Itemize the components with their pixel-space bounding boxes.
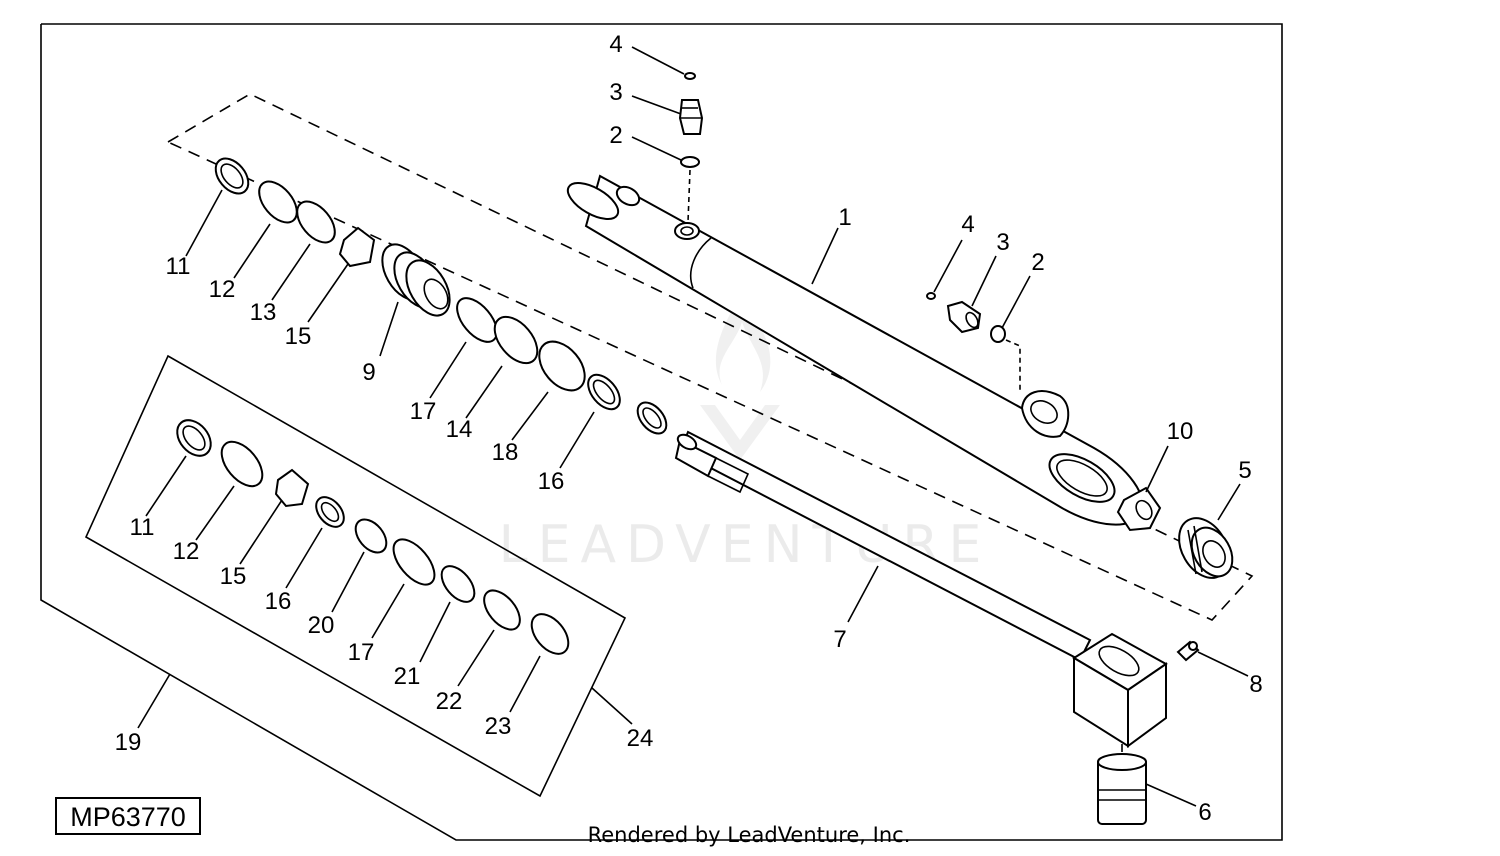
callout-15-upper: 15 bbox=[285, 323, 312, 350]
callout-14: 14 bbox=[446, 416, 473, 443]
callout-12-lower: 12 bbox=[173, 538, 200, 565]
nut bbox=[1116, 486, 1162, 532]
rendered-by-footer: Rendered by LeadVenture, Inc. bbox=[588, 823, 911, 847]
top-fitting-stack bbox=[678, 72, 704, 223]
callout-16-lower: 16 bbox=[265, 588, 292, 615]
side-fitting-stack bbox=[926, 292, 1021, 392]
callout-10: 10 bbox=[1167, 418, 1194, 445]
bushing bbox=[1097, 744, 1147, 825]
callout-23: 23 bbox=[485, 713, 512, 740]
callout-11-lower: 11 bbox=[130, 514, 155, 541]
callout-13: 13 bbox=[250, 299, 277, 326]
callout-4-top: 4 bbox=[609, 31, 622, 58]
callout-17-upper: 17 bbox=[410, 398, 437, 425]
lower-seal-parts bbox=[176, 419, 570, 655]
gland bbox=[1178, 517, 1234, 579]
callout-5: 5 bbox=[1238, 457, 1251, 484]
seal-kit-outline bbox=[167, 93, 1254, 621]
callout-15-lower: 15 bbox=[220, 563, 247, 590]
callout-8: 8 bbox=[1249, 671, 1262, 698]
callout-2-top: 2 bbox=[609, 122, 622, 149]
diagram-id-box: MP63770 bbox=[55, 797, 201, 835]
callout-4-side: 4 bbox=[961, 211, 974, 238]
callout-1: 1 bbox=[838, 204, 851, 231]
cylinder-barrel bbox=[566, 174, 1144, 526]
callout-20: 20 bbox=[308, 612, 335, 639]
callout-3-side: 3 bbox=[996, 229, 1009, 256]
upper-seal-parts bbox=[214, 157, 668, 435]
diagram-id: MP63770 bbox=[70, 802, 186, 832]
callout-12-upper: 12 bbox=[209, 276, 236, 303]
diagram-frame bbox=[40, 23, 1283, 841]
callout-17-lower: 17 bbox=[348, 639, 375, 666]
callout-2-side: 2 bbox=[1031, 249, 1044, 276]
seal-kit-box bbox=[84, 354, 627, 798]
callout-22: 22 bbox=[436, 688, 463, 715]
callout-11-upper: 11 bbox=[166, 253, 191, 280]
callout-9: 9 bbox=[362, 359, 375, 386]
rod-eye bbox=[1072, 632, 1168, 748]
callout-16-upper: 16 bbox=[538, 468, 565, 495]
callout-7: 7 bbox=[833, 626, 846, 653]
callout-19: 19 bbox=[115, 729, 142, 756]
callout-18: 18 bbox=[492, 439, 519, 466]
leader-lines bbox=[137, 46, 1249, 807]
callout-6: 6 bbox=[1198, 799, 1211, 826]
callout-21: 21 bbox=[394, 663, 421, 690]
grease-fitting bbox=[1176, 640, 1200, 662]
callout-3-top: 3 bbox=[609, 79, 622, 106]
watermark: LEADVENTURE bbox=[499, 300, 981, 575]
callout-labels: 4 3 2 1 4 3 2 11 12 13 15 9 17 14 18 16 … bbox=[115, 31, 1263, 826]
callout-24: 24 bbox=[627, 725, 654, 752]
